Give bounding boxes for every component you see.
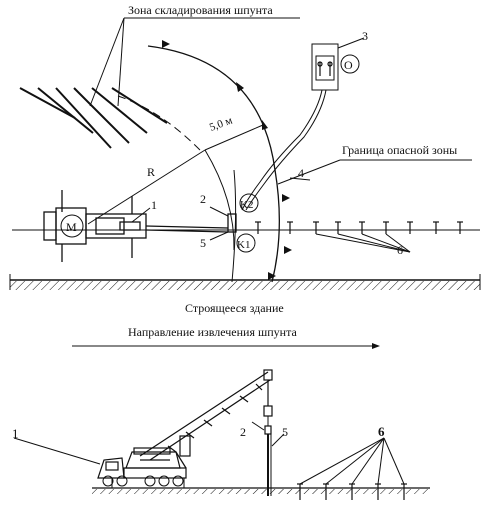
distance-dimension bbox=[204, 124, 264, 151]
label-3-leader bbox=[337, 37, 365, 49]
distance-label: 5,0 м bbox=[208, 115, 234, 134]
building-label: Строящееся здание bbox=[185, 301, 284, 315]
switch-o-label: O bbox=[344, 58, 353, 72]
remaining-piles bbox=[255, 221, 463, 234]
label-1-leader bbox=[131, 207, 151, 223]
gripper-plan bbox=[227, 213, 237, 233]
side-5-leader bbox=[271, 433, 285, 447]
boundary-markers bbox=[162, 40, 292, 280]
side-label-5: 5 bbox=[282, 425, 288, 439]
cable-4 bbox=[241, 89, 323, 211]
boom-head bbox=[263, 369, 273, 381]
motor-circle bbox=[60, 214, 84, 238]
control-box-inner bbox=[315, 55, 335, 81]
radius-label: R bbox=[147, 165, 155, 179]
side-label-6: 6 bbox=[378, 424, 385, 439]
crane-wheels bbox=[102, 475, 184, 487]
k2-label: K2 bbox=[240, 199, 253, 211]
switch-o-circle bbox=[340, 54, 360, 74]
cable-4-b bbox=[245, 89, 327, 211]
crane-boom bbox=[139, 371, 271, 461]
side-label-2: 2 bbox=[240, 425, 246, 439]
outer-danger-arc bbox=[147, 45, 280, 283]
label-2-leader bbox=[209, 206, 229, 217]
side-2-leader bbox=[251, 421, 265, 431]
label-2: 2 bbox=[200, 192, 206, 206]
crane-plan bbox=[43, 190, 229, 262]
building-hatch bbox=[10, 281, 480, 290]
side-1-leader bbox=[13, 437, 101, 465]
radius-line bbox=[87, 149, 206, 225]
gripper-side bbox=[264, 425, 272, 435]
label-3: 3 bbox=[362, 29, 368, 43]
label-6: 6 bbox=[397, 243, 403, 257]
label-5-leader bbox=[209, 231, 229, 241]
ground-hatch bbox=[92, 489, 430, 494]
side-label-1: 1 bbox=[12, 426, 19, 441]
label-4: 4 bbox=[298, 166, 304, 180]
motor-label: M bbox=[66, 220, 77, 234]
direction-arrowhead bbox=[372, 343, 380, 349]
danger-zone-label: Граница опасной зоны bbox=[342, 143, 457, 157]
inner-radius-arc bbox=[204, 149, 235, 251]
switch-icons bbox=[317, 61, 333, 76]
hook-block bbox=[263, 405, 273, 417]
storage-zone-label: Зона складирования шпунта bbox=[128, 3, 273, 17]
k2-circle bbox=[239, 193, 259, 213]
label-1: 1 bbox=[151, 198, 157, 212]
side-6-leaders bbox=[299, 437, 405, 485]
label-6-leaders bbox=[315, 233, 411, 253]
storage-dashed-arc bbox=[117, 95, 201, 151]
danger-zone-leader bbox=[277, 159, 341, 185]
k1-label: K1 bbox=[237, 239, 250, 251]
label-5: 5 bbox=[200, 236, 206, 250]
sheet-pile-stack bbox=[19, 87, 168, 149]
k1-circle bbox=[236, 233, 256, 253]
control-box bbox=[311, 43, 339, 91]
direction-label: Направление извлечения шпунта bbox=[128, 325, 297, 339]
